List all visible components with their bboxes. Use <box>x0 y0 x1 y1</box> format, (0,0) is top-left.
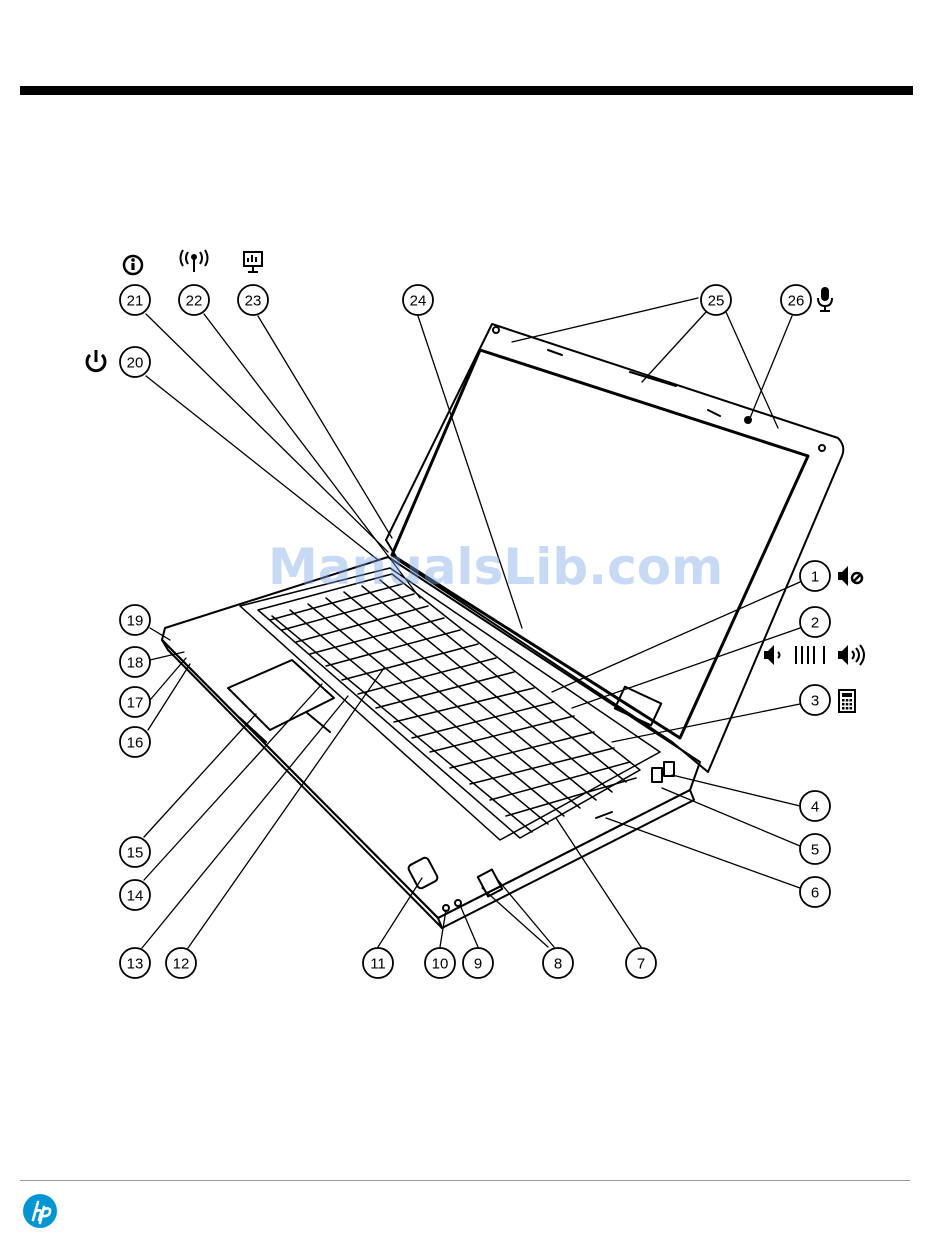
info-icon <box>124 256 142 274</box>
callout-25: 25 <box>701 285 731 315</box>
microphone-icon <box>818 287 832 312</box>
callout-5: 5 <box>800 834 830 864</box>
callout-number: 5 <box>811 842 819 859</box>
hp-logo <box>22 1193 58 1229</box>
callout-number: 9 <box>474 956 482 973</box>
callout-number: 15 <box>127 845 144 862</box>
callout-20: 20 <box>120 347 150 377</box>
callout-number: 19 <box>127 613 144 630</box>
callout-7: 7 <box>626 948 656 978</box>
callout-number: 12 <box>173 956 190 973</box>
callout-number: 20 <box>127 355 144 372</box>
callout-number: 6 <box>811 885 819 902</box>
callout-6: 6 <box>800 877 830 907</box>
volume-icon <box>764 645 864 665</box>
footer-rule <box>20 1180 910 1181</box>
callout-9: 9 <box>463 948 493 978</box>
callout-number: 10 <box>432 956 449 973</box>
callout-number: 26 <box>788 293 805 310</box>
callout-4: 4 <box>800 791 830 821</box>
wireless-icon <box>181 250 208 272</box>
callout-13: 13 <box>120 948 150 978</box>
callout-number: 13 <box>127 956 144 973</box>
callout-number: 23 <box>245 293 262 310</box>
callout-number: 24 <box>410 293 427 310</box>
callout-3: 3 <box>800 685 830 715</box>
presentation-icon <box>244 252 262 272</box>
callout-1: 1 <box>800 561 830 591</box>
callout-26: 26 <box>781 285 811 315</box>
callout-17: 17 <box>120 687 150 717</box>
callout-number: 7 <box>637 956 645 973</box>
callout-11: 11 <box>363 948 393 978</box>
callout-number: 14 <box>127 888 144 905</box>
callout-number: 3 <box>811 693 819 710</box>
callout-22: 22 <box>179 285 209 315</box>
callout-16: 16 <box>120 727 150 757</box>
callout-number: 11 <box>370 956 386 973</box>
callout-24: 24 <box>403 285 433 315</box>
callout-15: 15 <box>120 837 150 867</box>
callout-18: 18 <box>120 647 150 677</box>
callout-number: 18 <box>127 655 144 672</box>
watermark: ManualsLib.com <box>268 538 723 596</box>
callout-23: 23 <box>238 285 268 315</box>
callout-number: 4 <box>811 799 819 816</box>
callout-number: 16 <box>127 735 144 752</box>
callout-21: 21 <box>120 285 150 315</box>
callout-12: 12 <box>166 948 196 978</box>
mute-icon <box>838 566 862 586</box>
callout-10: 10 <box>425 948 455 978</box>
callout-number: 25 <box>708 293 725 310</box>
power-icon <box>87 350 105 371</box>
callout-number: 1 <box>811 569 819 586</box>
callout-number: 8 <box>554 956 562 973</box>
callout-2: 2 <box>800 607 830 637</box>
laptop-base <box>162 557 700 928</box>
calculator-icon <box>839 690 855 712</box>
callout-number: 2 <box>811 615 819 632</box>
callout-14: 14 <box>120 880 150 910</box>
callout-number: 17 <box>127 695 144 712</box>
callout-number: 22 <box>186 293 203 310</box>
callout-8: 8 <box>543 948 573 978</box>
callout-19: 19 <box>120 605 150 635</box>
callout-number: 21 <box>127 293 144 310</box>
